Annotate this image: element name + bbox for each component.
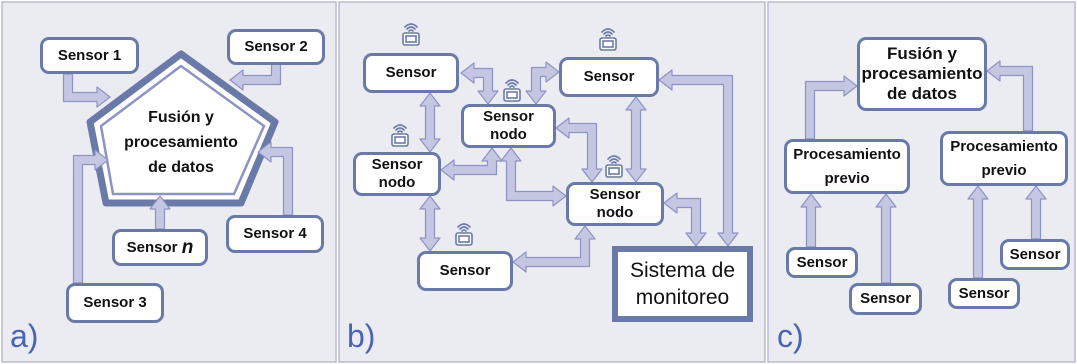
sensor-c3-box: Sensor <box>948 278 1020 309</box>
sensor-2-label: Sensor 2 <box>244 38 308 55</box>
sensor-bottom-box: Sensor <box>417 251 513 291</box>
sensor-node-right-box: Sensor nodo <box>566 182 664 226</box>
sensor-top-left-box: Sensor <box>363 53 459 93</box>
sensor-c4-box: Sensor <box>1000 239 1070 270</box>
sensor-1-label: Sensor 1 <box>57 46 122 64</box>
sensor-2-box: Sensor 2 <box>227 29 325 65</box>
wifi-device-icon <box>605 155 623 178</box>
arrow-sensor-c4-pre-right <box>1025 185 1047 240</box>
sensor-3-box: Sensor 3 <box>66 283 164 323</box>
sensor-3-label: Sensor 3 <box>83 294 147 311</box>
arrow-node-center-to-right2 <box>500 147 567 207</box>
sensor-top-right-label: Sensor <box>583 68 635 85</box>
sensor-1-box: Sensor 1 <box>40 37 139 74</box>
fusion-center-label-box: Fusión y procesamiento de datos <box>121 104 241 180</box>
arrow-sensor1-to-fusion <box>62 73 111 108</box>
monitoring-system-label: Sistema de monitoreo <box>629 259 736 309</box>
sensor-n-prefix: Sensor <box>126 238 182 256</box>
sensor-bottom-label: Sensor <box>439 262 491 279</box>
sensor-node-center-label: Sensor nodo <box>483 108 534 143</box>
arrow-sensorn-to-fusion <box>149 195 171 230</box>
arrow-sensor-c3-pre-right <box>967 185 989 279</box>
sensor-node-left-box: Sensor nodo <box>353 152 441 196</box>
fusion-box-label: Fusión y procesamiento de datos <box>861 44 983 103</box>
arrow-node-center-left <box>440 147 503 181</box>
sensor-node-center-box: Sensor nodo <box>461 104 556 148</box>
sensor-n-box: Sensor n <box>112 229 208 266</box>
arrow-sensor2-to-fusion <box>229 63 282 91</box>
pre-processing-right-label: Procesamiento previo <box>950 137 1058 179</box>
panel-a-label: a) <box>10 318 39 354</box>
arrow-tl-node-center <box>460 62 499 105</box>
sensor-top-left-label: Sensor <box>385 64 437 81</box>
arrow-sensor3-to-fusion <box>72 149 109 284</box>
arrow-node-center-right <box>555 117 603 183</box>
wifi-device-icon <box>402 23 420 46</box>
panel-b-label: b) <box>347 318 376 354</box>
pentagon-inner <box>99 64 266 196</box>
wifi-device-icon <box>503 79 521 102</box>
sensor-n-italic: n <box>181 236 194 258</box>
arrow-pre-left-to-fusion <box>804 75 858 140</box>
sensor-top-right-box: Sensor <box>559 57 659 97</box>
sensor-4-box: Sensor 4 <box>226 215 324 253</box>
sensor-c1-label: Sensor <box>796 253 848 271</box>
arrow-tr-node-right <box>625 96 647 183</box>
sensor-c2-box: Sensor <box>849 283 922 315</box>
pre-processing-right-box: Procesamiento previo <box>940 131 1068 186</box>
pre-processing-left-label: Procesamiento previo <box>793 145 901 187</box>
wifi-device-icon <box>455 223 473 246</box>
sensor-c2-label: Sensor <box>860 290 911 307</box>
fusion-center-label: Fusión y procesamiento de datos <box>124 108 238 176</box>
sensor-c1-box: Sensor <box>786 247 858 278</box>
arrow-sensor-c2-pre-left <box>875 193 897 284</box>
arrow-tr-monitor <box>658 69 739 247</box>
pre-processing-left-box: Procesamiento previo <box>784 139 910 194</box>
sensor-c3-label: Sensor <box>958 284 1010 302</box>
arrow-tl-node-left <box>419 92 441 153</box>
sensor-node-left-label: Sensor nodo <box>371 156 423 191</box>
sensor-node-right-label: Sensor nodo <box>589 186 641 221</box>
arrow-node-right-monitor <box>663 192 707 247</box>
monitoring-system-box: Sistema de monitoreo <box>612 246 753 322</box>
wifi-device-icon <box>391 124 409 147</box>
sensor-c4-label: Sensor <box>1009 245 1061 263</box>
fusion-box: Fusión y procesamiento de datos <box>857 37 987 111</box>
wifi-device-icon <box>599 28 617 51</box>
arrow-sensor4-to-fusion <box>257 141 294 216</box>
panel-c-label: c) <box>777 318 804 354</box>
arrow-pre-right-to-fusion <box>986 60 1034 132</box>
arrow-node-right-bottom <box>512 225 596 273</box>
sensor-4-label: Sensor 4 <box>243 225 307 242</box>
arrow-sensor-c1-pre-left <box>800 193 822 248</box>
arrow-node-left-bottom <box>419 195 441 252</box>
